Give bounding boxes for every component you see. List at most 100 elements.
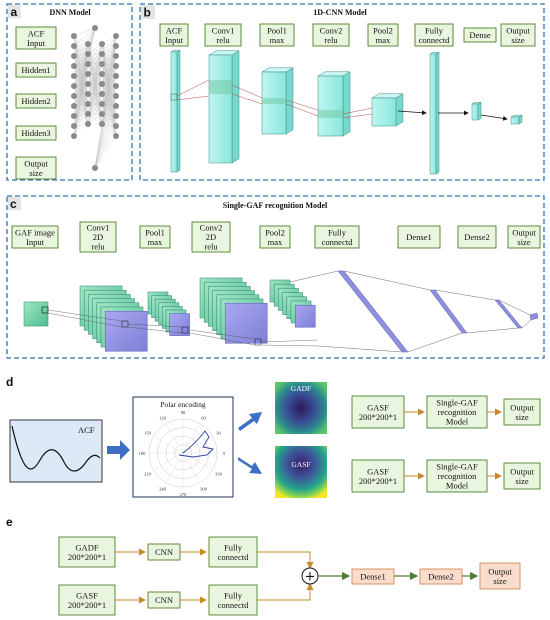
panel-a-tag bbox=[8, 5, 21, 18]
gaf-layer-boxes: GAF imageInputConv12DreluPool1maxConv22D… bbox=[11, 221, 541, 253]
panel-a-letter: a bbox=[11, 5, 18, 19]
cnn1d-box-5-rect bbox=[414, 23, 454, 47]
cnn1d-box-1-text: relu bbox=[216, 35, 230, 45]
encoding-rows: GASF200*200*1Single-GAFrecognitionModelO… bbox=[351, 395, 541, 493]
polar-tick-label: 60 bbox=[201, 415, 206, 420]
polar-spoke bbox=[153, 435, 184, 454]
enc-output-box-0-rect bbox=[503, 398, 541, 426]
dnn-box-2-text: Hidden2 bbox=[21, 96, 50, 106]
fusion-input-box-0-text: 200*200*1 bbox=[68, 552, 106, 562]
cnn1d-dense-block bbox=[471, 101, 482, 121]
dnn-edge bbox=[94, 125, 117, 169]
enc-input-box-1-rect bbox=[351, 459, 405, 493]
dnn-node bbox=[71, 43, 77, 49]
dnn-edge bbox=[73, 43, 89, 137]
dnn-edge bbox=[73, 27, 96, 97]
cnn1d-kernel-line bbox=[285, 99, 319, 111]
gaf-box-1-rect bbox=[79, 221, 117, 253]
gaf-box-8-rect bbox=[507, 225, 541, 249]
dnn-edge bbox=[73, 43, 89, 87]
dnn-edge bbox=[73, 27, 96, 67]
dnn-input-node bbox=[92, 25, 98, 31]
gaf-layer-blocks bbox=[23, 270, 539, 353]
dnn-node bbox=[113, 103, 119, 109]
gasf-label: GASF bbox=[291, 460, 310, 469]
cnn1d-kernel-lines bbox=[176, 79, 373, 119]
dnn-edge bbox=[87, 43, 103, 125]
dnn-box-3-rect bbox=[15, 125, 57, 141]
gaf-box-2-text: max bbox=[148, 237, 163, 247]
panel-b-tag bbox=[141, 5, 155, 19]
dnn-box-0-text: ACF bbox=[28, 28, 45, 38]
panel-d-letter: d bbox=[6, 375, 13, 389]
cnn1d-kernel-line bbox=[285, 103, 319, 117]
acf-label: ACF bbox=[78, 425, 95, 435]
dnn-edge bbox=[94, 55, 117, 169]
dnn-edge bbox=[87, 93, 103, 125]
gaf-box-5-text: Fully bbox=[328, 227, 347, 237]
cnn1d-conv2-block-front bbox=[317, 75, 344, 137]
dnn-node bbox=[113, 83, 119, 89]
cnn1d-output-block bbox=[510, 114, 523, 125]
dnn-box-1-text: Hidden1 bbox=[21, 65, 50, 75]
dnn-box-0-text: Input bbox=[27, 38, 46, 48]
cnn1d-input-block-front bbox=[170, 51, 178, 173]
cnn1d-conv2-block bbox=[317, 71, 351, 137]
dnn-network bbox=[71, 25, 119, 171]
dnn-edge bbox=[94, 85, 117, 169]
cnn1d-box-0-text: ACF bbox=[166, 25, 183, 35]
enc-output-box-1-rect bbox=[503, 462, 541, 490]
enc-output-box-0-text: Output bbox=[510, 402, 534, 412]
gaf-envelope-line bbox=[407, 332, 463, 353]
dnn-output-node bbox=[92, 165, 98, 171]
polar-tick-label: 270 bbox=[180, 492, 188, 497]
polar-spoke bbox=[153, 452, 184, 471]
dnn-edge bbox=[101, 95, 117, 125]
fusion-fc-box-1-text: Fully bbox=[224, 590, 243, 600]
gaf-box-6-text: Dense1 bbox=[406, 232, 432, 242]
cnn1d-box-6-text: Dense bbox=[469, 30, 490, 40]
dnn-nodes bbox=[71, 25, 119, 171]
dnn-edge bbox=[73, 43, 89, 57]
dnn-edge bbox=[73, 27, 96, 117]
fusion-plus-sign: + bbox=[305, 570, 316, 585]
dnn-edge bbox=[73, 113, 89, 137]
gaf-box-8-text: size bbox=[517, 237, 530, 247]
fusion-output-box-rect bbox=[479, 562, 521, 590]
dnn-box-0-rect bbox=[15, 26, 57, 50]
dnn-node bbox=[99, 91, 105, 97]
gaf-connections bbox=[47, 309, 319, 347]
cnn1d-kernel-marker bbox=[262, 98, 286, 104]
gaf-pool1-stack bbox=[147, 291, 190, 336]
cnn1d-box-0-text: Input bbox=[165, 35, 184, 45]
gaf-box-0-rect bbox=[11, 225, 59, 249]
dnn-node bbox=[113, 33, 119, 39]
enc-output-box-1-text: size bbox=[515, 476, 528, 486]
gaf-box-7: Dense2 bbox=[457, 225, 497, 249]
dnn-node bbox=[113, 73, 119, 79]
gasf-image bbox=[275, 446, 327, 498]
polar-spoke bbox=[165, 452, 184, 483]
enc-model-box-0-text: Model bbox=[446, 417, 469, 427]
dnn-edge bbox=[94, 65, 117, 169]
cnn1d-box-2-text: max bbox=[270, 35, 285, 45]
dnn-edge bbox=[94, 115, 117, 169]
gaf-box-3-text: Conv2 bbox=[200, 223, 223, 233]
dnn-box-1-rect bbox=[15, 62, 57, 78]
cnn1d-dense-block-side bbox=[477, 101, 482, 121]
dnn-connections bbox=[73, 27, 117, 169]
dnn-node bbox=[113, 113, 119, 119]
gaf-box-0-text: Input bbox=[26, 237, 45, 247]
dnn-edge bbox=[94, 105, 117, 169]
dnn-node bbox=[71, 93, 77, 99]
gaf-connection-line bbox=[127, 326, 183, 334]
